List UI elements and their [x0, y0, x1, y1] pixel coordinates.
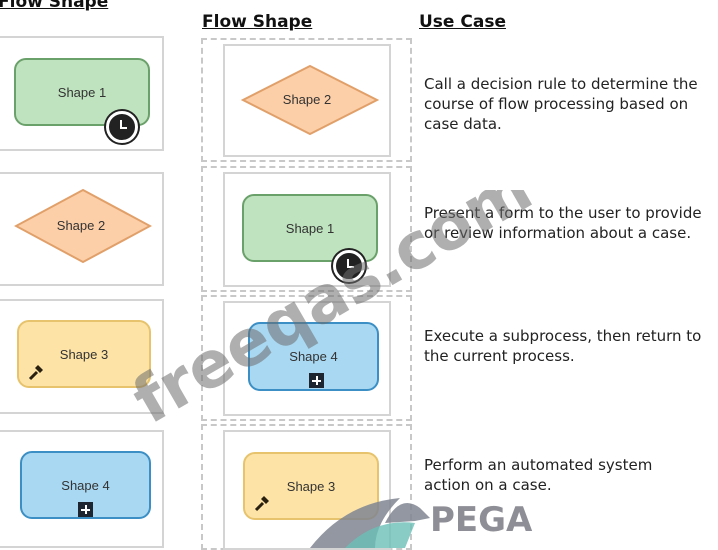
diamond-shape: [241, 64, 379, 136]
plus-icon: [78, 502, 93, 517]
left-shape-box-4[interactable]: Shape 4: [0, 430, 164, 548]
shape-label: Shape 2: [56, 218, 106, 233]
hammer-icon: [254, 496, 269, 512]
pega-logo-text: PEGA: [430, 500, 533, 540]
shape-label: Shape 1: [285, 220, 335, 236]
use-case-header: Use Case: [419, 12, 506, 32]
left-shape-box-3[interactable]: Shape 3: [0, 299, 164, 414]
shape-3-utility: Shape 3: [243, 452, 379, 520]
use-case-1: Call a decision rule to determine the co…: [424, 75, 698, 133]
shape-label: Shape 2: [282, 92, 332, 107]
pega-logo-icon: [310, 498, 430, 548]
hammer-icon: [28, 365, 43, 381]
drop-zone-2[interactable]: Shape 1: [201, 166, 412, 292]
drop-zone-3[interactable]: Shape 4: [201, 295, 412, 421]
shape-label: Shape 4: [289, 349, 338, 364]
shape-label: Shape 1: [57, 84, 107, 100]
left-shape-box-2[interactable]: Shape 2: [0, 172, 164, 286]
middle-column-header: Flow Shape: [202, 12, 313, 32]
shape-label: Shape 3: [59, 346, 109, 362]
middle-shape-box-1[interactable]: Shape 2: [223, 44, 391, 157]
use-case-3: Execute a subprocess, then return to the…: [424, 327, 702, 365]
left-shape-box-1[interactable]: Shape 1: [0, 36, 164, 151]
shape-1-task: Shape 1: [14, 58, 150, 126]
middle-shape-box-3[interactable]: Shape 4: [223, 301, 391, 416]
shape-label: Shape 3: [286, 478, 336, 494]
clock-icon: [333, 250, 365, 282]
clock-icon: [106, 111, 138, 143]
plus-icon: [309, 373, 324, 388]
drop-zone-1[interactable]: Shape 2: [201, 38, 412, 162]
use-case-2: Present a form to the user to provide or…: [424, 204, 702, 242]
left-column-header: Flow Shape: [0, 0, 109, 12]
shape-label: Shape 4: [61, 477, 110, 493]
middle-shape-box-2[interactable]: Shape 1: [223, 172, 391, 287]
use-case-4: Perform an automated system action on a …: [424, 456, 653, 494]
